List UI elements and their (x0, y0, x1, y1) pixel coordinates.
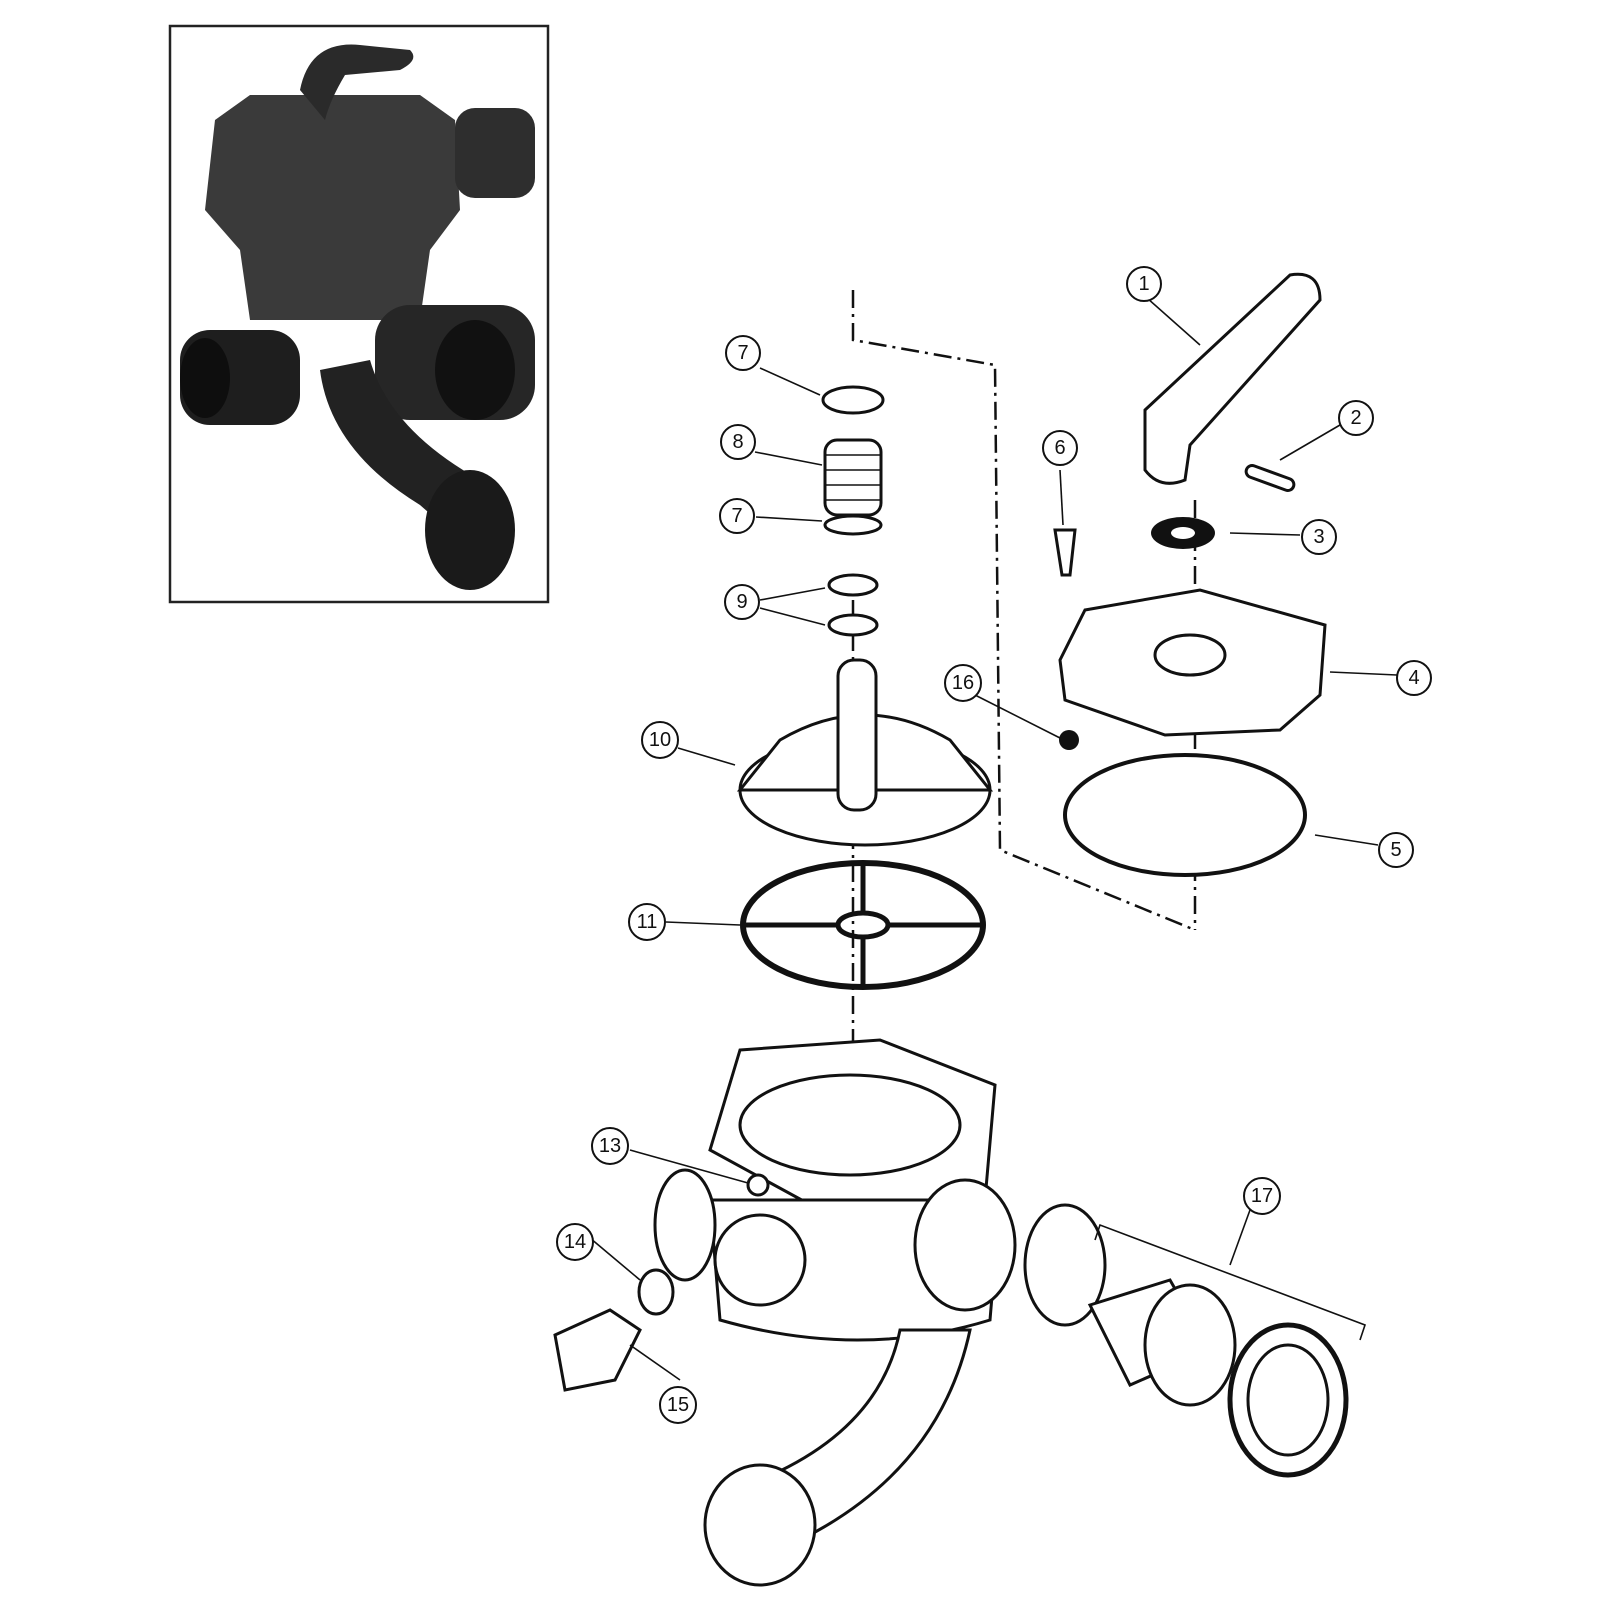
part-plug-oring (637, 1268, 675, 1316)
callout-label: 10 (649, 729, 671, 751)
leader-lines (589, 289, 1398, 1381)
callout-label: 4 (1408, 667, 1419, 689)
callout-13: 13 (591, 1127, 629, 1165)
callout-9: 9 (724, 584, 760, 620)
callout-8: 8 (720, 424, 756, 460)
callout-15: 15 (659, 1386, 697, 1424)
part-spring (823, 438, 883, 517)
part-rotor (736, 658, 994, 847)
part-oring-9-b (827, 613, 879, 637)
part-oring-9-a (827, 573, 879, 597)
part-pin (1244, 464, 1296, 492)
part-valve-body (653, 1038, 1017, 1587)
callout-7-bottom: 7 (719, 498, 755, 534)
callout-5: 5 (1378, 832, 1414, 868)
callout-label: 13 (599, 1135, 621, 1157)
callout-2: 2 (1338, 400, 1374, 436)
callout-3: 3 (1301, 519, 1337, 555)
assembly-guide-line (851, 290, 1196, 932)
callout-label: 1 (1138, 273, 1149, 295)
callout-label: 6 (1054, 437, 1065, 459)
product-photo (168, 24, 550, 604)
callout-label: 17 (1251, 1185, 1273, 1207)
callout-11: 11 (628, 903, 666, 941)
part-ball (1059, 730, 1079, 750)
callout-label: 7 (731, 505, 742, 527)
bracket-17 (1094, 1223, 1367, 1341)
callout-label: 14 (564, 1231, 586, 1253)
callout-label: 16 (952, 672, 974, 694)
callout-4: 4 (1396, 660, 1432, 696)
part-cover (1058, 588, 1327, 737)
part-handle (1143, 272, 1322, 485)
callout-6: 6 (1042, 430, 1078, 466)
part-drain-plug (553, 1308, 642, 1392)
callout-14: 14 (556, 1223, 594, 1261)
part-cover-oring (1063, 753, 1307, 877)
callout-16: 16 (944, 664, 982, 702)
callout-7-top: 7 (725, 335, 761, 371)
callout-17: 17 (1243, 1177, 1281, 1215)
callout-label: 15 (667, 1394, 689, 1416)
washer-hole (1171, 527, 1195, 539)
callout-1: 1 (1126, 266, 1162, 302)
part-rotor-gasket (740, 860, 986, 990)
part-screw (1053, 528, 1077, 577)
part-washer-7-bottom (823, 514, 883, 536)
callout-label: 7 (737, 342, 748, 364)
callout-label: 11 (637, 911, 658, 933)
callout-10: 10 (641, 721, 679, 759)
callout-label: 2 (1350, 407, 1361, 429)
callout-label: 8 (732, 431, 743, 453)
callout-label: 5 (1390, 839, 1401, 861)
callout-label: 9 (736, 591, 747, 613)
part-washer-7-top (821, 385, 885, 415)
callout-label: 3 (1313, 526, 1324, 548)
part-union-kit (1023, 1203, 1349, 1478)
